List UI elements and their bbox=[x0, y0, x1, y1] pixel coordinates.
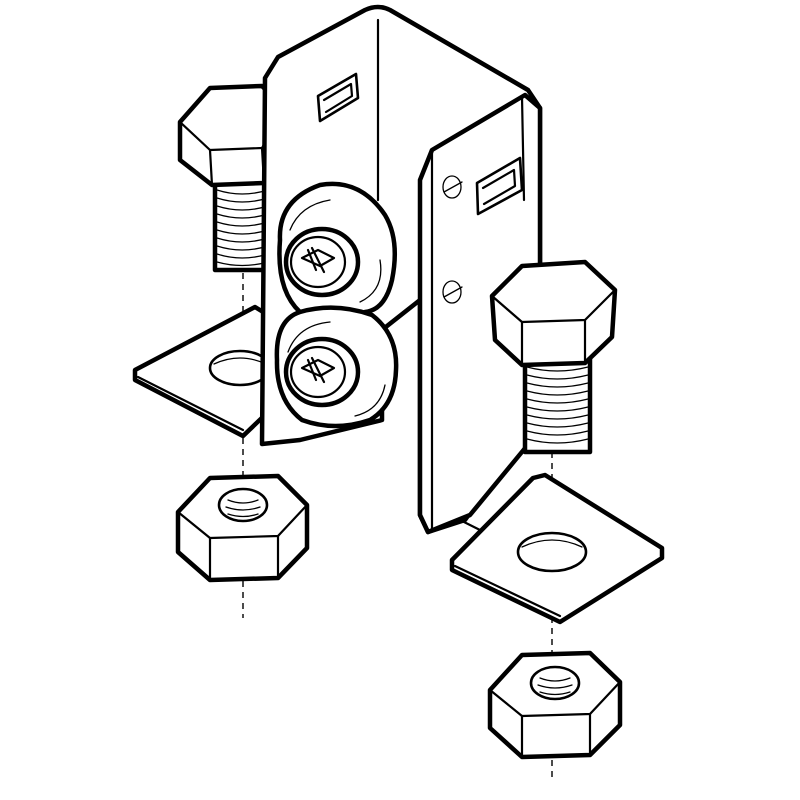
u-bracket bbox=[259, 4, 543, 535]
thread-lines-right bbox=[526, 366, 589, 444]
plate-hole-right bbox=[516, 531, 588, 573]
hex-nut-right bbox=[487, 650, 623, 760]
hex-bolt-right bbox=[489, 259, 618, 455]
pierce-marks bbox=[442, 175, 463, 304]
hex-bolt-left bbox=[177, 83, 287, 273]
phillips-screw-upper bbox=[283, 226, 361, 298]
foot-plate-left bbox=[132, 304, 272, 439]
phillips-screw-lower bbox=[283, 336, 361, 408]
hex-nut-left bbox=[175, 473, 310, 583]
foot-plate-right bbox=[426, 472, 665, 625]
